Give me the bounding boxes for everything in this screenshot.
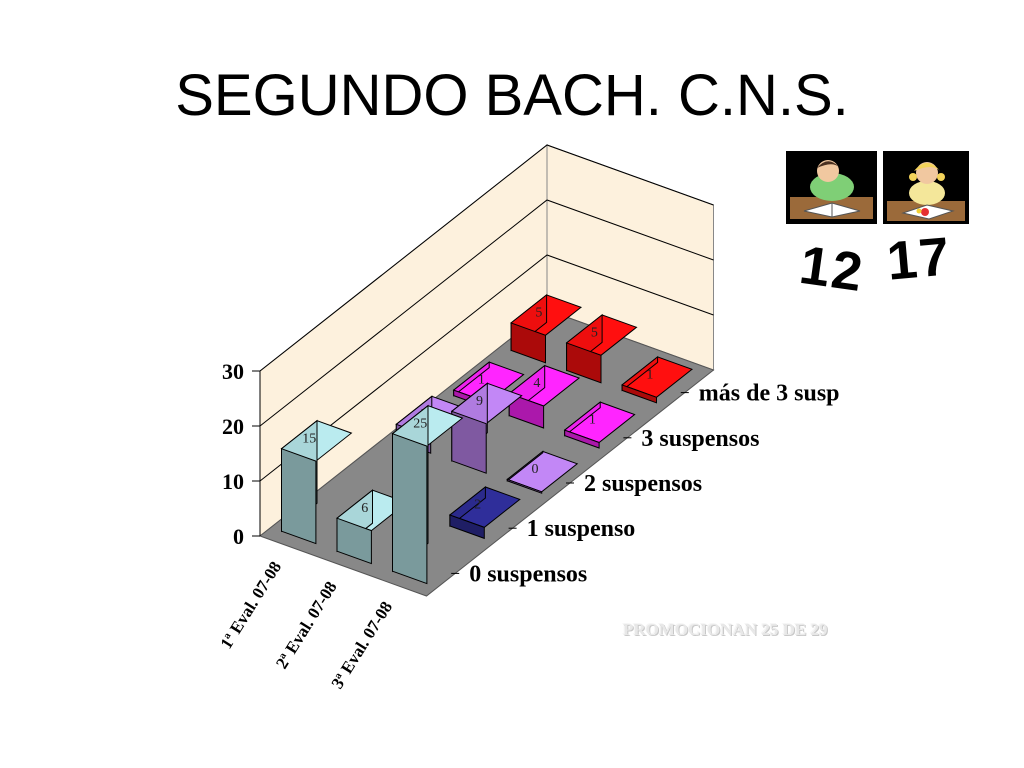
category-label: 1ª Eval. 07-08 xyxy=(217,558,286,652)
category-label: 3ª Eval. 07-08 xyxy=(328,598,397,692)
y-tick-label: 20 xyxy=(222,414,244,439)
series-label: 0 suspensos xyxy=(469,561,587,587)
series-label: 3 suspensos xyxy=(641,426,759,452)
chart-bars: 551141390215625 xyxy=(280,293,694,585)
bar-side xyxy=(449,514,485,540)
bar-value-label: 6 xyxy=(361,501,368,516)
girl-student-image xyxy=(883,151,969,224)
series-label: 2 suspensos xyxy=(584,471,702,497)
bar-value-label: 0 xyxy=(532,462,539,477)
bar-value-label: 1 xyxy=(646,368,653,383)
boy-student-image xyxy=(786,151,877,224)
promotion-note: PROMOCIONAN 25 DE 29 xyxy=(623,620,828,639)
bar-0-suspensos-3: 25 xyxy=(391,404,464,585)
bar-value-label: 2 xyxy=(474,498,481,513)
y-tick-label: 0 xyxy=(233,524,244,549)
bar-0-suspensos-2: 6 xyxy=(335,489,408,565)
bar-más-de-3-susp-2: 5 xyxy=(565,313,638,384)
bar-side xyxy=(564,429,600,449)
bar-más-de-3-susp-3: 1 xyxy=(621,355,694,404)
bar-side xyxy=(392,432,428,585)
bar-side xyxy=(506,478,543,494)
bar-1-suspenso-3: 2 xyxy=(448,485,521,540)
bar-value-label: 5 xyxy=(591,326,598,341)
bar-3-suspensos-3: 1 xyxy=(563,401,636,449)
bar-side xyxy=(281,447,317,545)
chart-gridlines xyxy=(259,144,714,482)
gridline-30 xyxy=(259,144,714,372)
bar-value-label: 1 xyxy=(589,413,596,428)
series-label: más de 3 susp xyxy=(699,381,840,407)
bar-side xyxy=(621,384,657,404)
bar-2-suspensos-3: 0 xyxy=(506,450,579,494)
bar-value-label: 15 xyxy=(302,431,316,446)
bar-side xyxy=(451,410,487,474)
gridline-10 xyxy=(259,254,714,482)
y-tick-label: 30 xyxy=(222,359,244,384)
bar-value-label: 9 xyxy=(476,394,483,409)
slide-title: SEGUNDO BACH. C.N.S. xyxy=(175,63,849,128)
bar-0-suspensos-1: 15 xyxy=(280,419,353,545)
bar-más-de-3-susp-1: 5 xyxy=(510,293,583,364)
y-tick-label: 10 xyxy=(222,469,244,494)
bar-value-label: 4 xyxy=(533,376,540,391)
girls-count: 17 xyxy=(884,226,954,292)
bar-2-suspensos-2: 9 xyxy=(450,382,523,474)
bar-value-label: 1 xyxy=(478,373,485,388)
boys-count: 12 xyxy=(796,234,868,304)
series-label: 1 suspenso xyxy=(527,516,636,542)
bar-value-label: 25 xyxy=(413,416,427,431)
gridline-20 xyxy=(259,199,714,427)
bar-side xyxy=(566,342,602,384)
bar-value-label: 5 xyxy=(535,306,542,321)
bar-side xyxy=(510,322,546,364)
bar-3-suspensos-2: 4 xyxy=(508,364,581,429)
bar-side xyxy=(336,517,372,565)
category-label: 2ª Eval. 07-08 xyxy=(272,578,341,672)
